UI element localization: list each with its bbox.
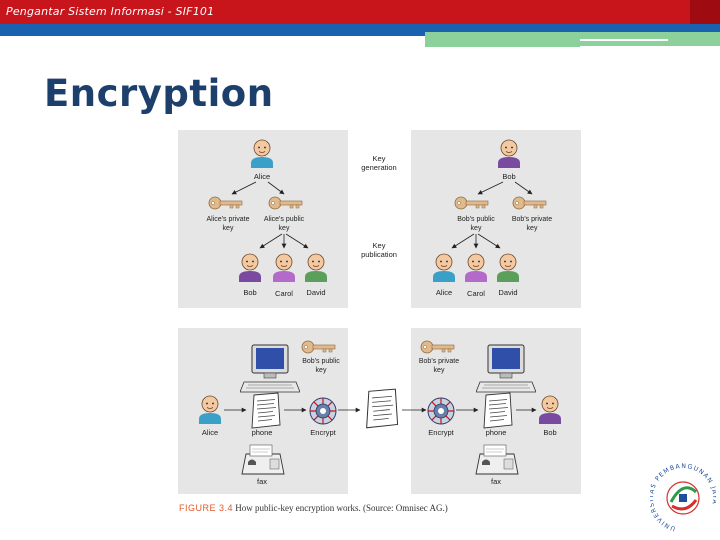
label-key-publication-2: publication xyxy=(361,250,397,259)
header-divider-line xyxy=(425,45,580,47)
document-icon xyxy=(251,392,281,429)
label-bob: Bob xyxy=(502,172,515,181)
label-alice: Alice xyxy=(254,172,270,181)
encryption-figure: Alice Alice's private key Alice's public k… xyxy=(178,130,581,494)
label-alice-public-key: Alice's public xyxy=(264,216,305,223)
label-encrypt-left: Encrypt xyxy=(310,428,336,437)
label-fax-right: fax xyxy=(491,477,501,486)
label-phone-left: phone xyxy=(252,428,273,437)
header-green-band xyxy=(425,32,720,46)
label-recipient-alice: Alice xyxy=(436,288,452,297)
header-bar: Pengantar Sistem Informasi - SIF101 xyxy=(0,0,720,24)
label-bottom-bob-private-key-2: key xyxy=(434,367,445,374)
label-recipient-david: David xyxy=(306,288,325,297)
label-bottom-bob: Bob xyxy=(543,428,556,437)
label-recipient-carol: Carol xyxy=(275,289,293,298)
figure-caption: FIGURE 3.4 How public-key encryption wor… xyxy=(179,503,448,513)
encrypted-document-icon xyxy=(366,388,399,429)
label-alice-public-key-2: key xyxy=(279,225,290,232)
university-logo: UNIVERSITAS PEMBANGUNAN JAYA xyxy=(650,463,716,532)
slide-title: Encryption xyxy=(44,72,274,115)
label-bob-private-key-2: key xyxy=(527,225,538,232)
label-fax-left: fax xyxy=(257,477,267,486)
label-bob-public-key: Bob's public xyxy=(457,216,495,223)
label-bottom-bob-private-key: Bob's private xyxy=(419,358,459,365)
caption-label: FIGURE 3.4 xyxy=(179,503,234,513)
label-alice-private-key: Alice's private xyxy=(207,216,250,223)
caption-text: How public-key encryption works. (Source… xyxy=(235,503,448,513)
label-alice-private-key-2: key xyxy=(223,225,234,232)
label-phone-right: phone xyxy=(486,428,507,437)
label-bottom-bob-public-key-2: key xyxy=(316,367,327,374)
label-bob-public-key-2: key xyxy=(471,225,482,232)
label-recipient-bob: Bob xyxy=(243,288,256,297)
header-accent xyxy=(690,0,720,24)
label-bob-private-key: Bob's private xyxy=(512,216,552,223)
encrypt-icon xyxy=(309,397,337,425)
course-label: Pengantar Sistem Informasi - SIF101 xyxy=(6,5,215,18)
label-bottom-bob-public-key: Bob's public xyxy=(302,358,340,365)
label-recipient-carol-right: Carol xyxy=(467,289,485,298)
label-key-generation-2: generation xyxy=(361,163,396,172)
document-icon xyxy=(483,392,513,429)
label-key-publication: Key xyxy=(373,241,386,250)
encrypt-icon xyxy=(427,397,455,425)
label-bottom-alice: Alice xyxy=(202,428,218,437)
label-recipient-david-right: David xyxy=(498,288,517,297)
header-divider-line-light xyxy=(580,39,668,41)
label-encrypt-right: Encrypt xyxy=(428,428,454,437)
label-key-generation: Key xyxy=(373,154,386,163)
